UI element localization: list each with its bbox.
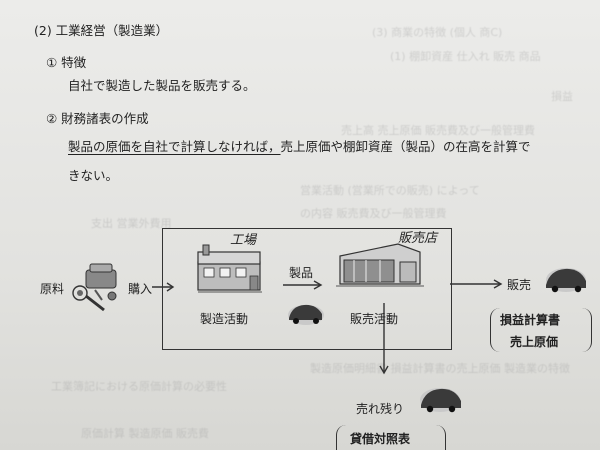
manufacturing-label: 製造活動 (200, 312, 249, 326)
item2-line1: 製品の原価を自社で計算しなければ，売上原価や棚卸資産（製品）の在高を計算で (68, 136, 531, 155)
car-icon (546, 268, 586, 293)
item1-heading: ① 特徴 (46, 55, 87, 70)
balance-sheet-bracket (336, 425, 446, 450)
section-heading: (2) 工業経営（製造業） (34, 23, 169, 38)
item2-heading: ② 財務諸表の作成 (46, 111, 149, 126)
raw-material-label: 原料 (40, 282, 65, 296)
factory-icon (197, 244, 262, 293)
cost-of-sales-label: 売上原価 (510, 335, 559, 349)
business-box (162, 228, 452, 350)
raw-material-icon (72, 263, 117, 312)
income-statement-bracket (490, 308, 592, 352)
shop-sign: 販売店 (398, 231, 438, 246)
car-icon (288, 304, 324, 325)
sales-label: 販売 (507, 278, 532, 292)
item2-line1-underlined: 製品の原価を自社で計算しなければ， (68, 139, 281, 154)
product-label: 製品 (289, 266, 314, 280)
car-icon (420, 388, 461, 413)
item2-line2: きない。 (68, 168, 119, 183)
item2-line1-rest: 売上原価や棚卸資産（製品）の在高を計算で (280, 139, 531, 154)
remaining-label: 売れ残り (356, 402, 405, 416)
item1-text: 自社で製造した製品を販売する。 (68, 78, 256, 93)
factory-sign: 工場 (230, 233, 257, 248)
sales-activity-label: 販売活動 (350, 312, 399, 326)
balance-sheet-label: 貸借対照表 (350, 432, 411, 446)
income-statement-label: 損益計算書 (500, 313, 561, 327)
shop-icon (336, 243, 424, 287)
purchase-label: 購入 (128, 282, 153, 296)
